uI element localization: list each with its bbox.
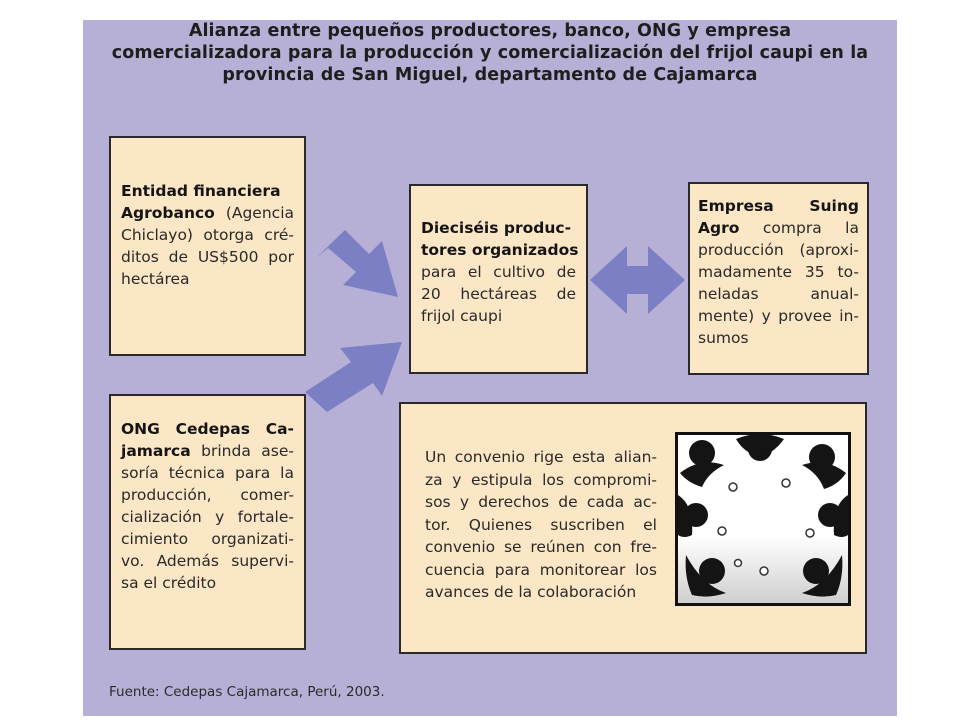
diagram-title: Alianza entre pequeños productores, banc… — [83, 20, 897, 86]
meeting-illustration — [675, 432, 851, 606]
agrobanco-text-2: (Agencia — [214, 204, 294, 222]
convenio-text-7: avances de la colaboración — [425, 583, 637, 601]
productores-name-2: tores organizados — [421, 241, 579, 259]
convenio-text-4: tor. Quienes suscriben el — [425, 515, 657, 534]
productores-name-1: Dieciséis produc- — [421, 219, 572, 237]
cedepas-text-3: soría técnica para la — [121, 464, 294, 482]
suing-text-6: mente) y provee in- — [698, 307, 859, 325]
suing-text-4: madamente 35 to- — [698, 263, 859, 281]
suing-name-1: Empresa Suing — [698, 197, 859, 215]
suing-text-7: sumos — [698, 329, 749, 347]
cedepas-text-4: producción, comer- — [121, 486, 294, 504]
title-line-3: provincia de San Miguel, departamento de… — [222, 65, 758, 85]
productores-text-5: frijol caupi — [421, 307, 503, 325]
box-agrobanco: Entidad financiera Agrobanco (Agencia Ch… — [109, 136, 306, 356]
box-productores: Dieciséis produc- tores organizados para… — [409, 184, 588, 374]
convenio-text-1: Un convenio rige esta alian- — [425, 448, 657, 466]
box-cedepas: ONG Cedepas Ca- jamarca brinda ase- sorí… — [109, 394, 306, 650]
box-suing-agro: Empresa Suing Agro compra la producción … — [688, 182, 869, 375]
arrow-productores-suing-double — [590, 246, 685, 314]
cedepas-text-2: brinda ase- — [190, 442, 294, 460]
convenio-text: Un convenio rige esta alian- za y estipu… — [425, 446, 657, 604]
convenio-text-2: za y estipula los compromi- — [425, 470, 657, 489]
cedepas-name-1: ONG Cedepas Ca- — [121, 420, 294, 438]
arrow-agrobanco-to-productores — [316, 230, 398, 297]
convenio-text-3: sos y derechos de cada ac- — [425, 493, 657, 511]
agrobanco-name-2: Agrobanco — [121, 204, 215, 222]
convenio-text-6: cuencia para monitorear los — [425, 560, 657, 579]
agrobanco-text-4: ditos de US$500 por — [121, 248, 294, 266]
box-convenio: Un convenio rige esta alian- za y estipu… — [399, 402, 867, 654]
cedepas-name-2: jamarca — [121, 442, 191, 460]
title-line-2: comercializadora para la producción y co… — [111, 43, 869, 63]
suing-name-2: Agro — [698, 219, 740, 237]
meeting-people-icon — [678, 434, 848, 603]
arrows-layer — [305, 230, 685, 412]
suing-text-2: compra la — [739, 219, 859, 237]
suing-text-3: producción (aproxi- — [698, 241, 859, 259]
agrobanco-text-3: Chiclayo) otorga cré- — [121, 226, 294, 244]
arrow-cedepas-to-productores — [305, 342, 402, 412]
cedepas-text-6: cimiento organizati- — [121, 530, 294, 548]
convenio-text-5: convenio se reúnen con fre- — [425, 538, 657, 556]
productores-text-3: para el cultivo de — [421, 263, 576, 281]
title-line-1: Alianza entre pequeños productores, banc… — [188, 21, 792, 41]
cedepas-text-5: cialización y fortale- — [121, 508, 294, 526]
agrobanco-name-1: Entidad financiera — [121, 182, 281, 200]
cedepas-text-7: vo. Además supervi- — [121, 552, 294, 570]
source-note: Fuente: Cedepas Cajamarca, Perú, 2003. — [109, 684, 385, 700]
diagram-panel: Alianza entre pequeños productores, banc… — [83, 20, 897, 716]
agrobanco-text-5: hectárea — [121, 270, 190, 288]
productores-text-4: 20 hectáreas de — [421, 285, 576, 303]
suing-text-5: neladas anual- — [698, 285, 859, 303]
cedepas-text-8: sa el crédito — [121, 574, 217, 592]
